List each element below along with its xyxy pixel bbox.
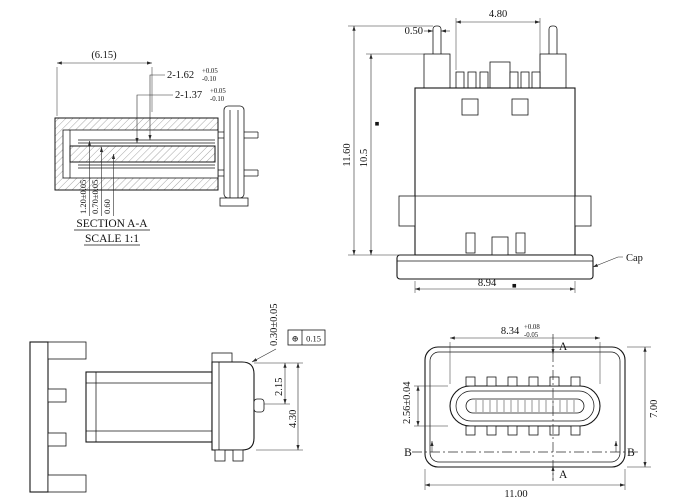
left-post — [423, 53, 451, 89]
dim-tol-upper-2: +0.05 — [210, 88, 226, 95]
bottom-slot-left — [465, 232, 476, 254]
right-post — [539, 53, 567, 89]
bottom-slot-right — [515, 232, 526, 254]
housing-side — [85, 371, 213, 443]
dim-text-depth: 7.00 — [649, 400, 660, 418]
dim-text-thickness-1: 1.20±0.05 — [78, 180, 88, 214]
connector-body — [414, 87, 576, 256]
dim-overall-height: 11.60 — [342, 25, 433, 256]
dim-text-pin-offset: 2.15 — [274, 378, 285, 396]
dim-layer-thicknesses: 1.20±0.05 0.70±0.05 0.60 — [78, 140, 116, 216]
dim-text-overall-height: 11.60 — [342, 143, 353, 166]
mating-head — [211, 361, 255, 451]
dim-pin-offset: 2.15 — [254, 362, 303, 405]
dim-opening-tol-upper: +0.08 — [524, 324, 540, 331]
bottom-slot-center — [491, 236, 509, 256]
dim-text-shell-height: 10.5 — [359, 149, 370, 167]
head-top-tab — [211, 352, 233, 363]
solder-pads — [465, 376, 581, 436]
post-foot — [219, 197, 249, 207]
front-view: 0.50 4.80 11.60 10.5 ■ 8.94 — [342, 9, 643, 293]
dim-pin-width: 0.50 — [405, 26, 450, 37]
dim-text-overall: (6.15) — [91, 50, 117, 61]
dim-depth: 7.00 — [627, 346, 660, 468]
section-label-b-left: B — [404, 447, 412, 459]
side-pin — [253, 398, 265, 413]
bracket-bottom-flange — [47, 474, 87, 493]
through-hole-pins — [218, 105, 259, 207]
dim-opening-width: 8.34 +0.08 -0.05 — [449, 324, 601, 384]
section-label-a-bottom: A — [559, 469, 568, 481]
right-leg — [574, 195, 592, 227]
critical-dim-marker-1: ■ — [375, 119, 380, 128]
side-view: 0.30±0.05 ⊕ 0.15 2.15 4.30 — [29, 303, 326, 493]
dim-text-pin-width: 0.50 — [405, 26, 423, 37]
bracket-top-flange — [47, 341, 87, 360]
body-window-right — [511, 98, 529, 116]
dim-text-callout-2: 2-1.37 — [175, 90, 202, 101]
dim-body-width: 8.94 ■ — [414, 278, 576, 293]
section-label-b-right: B — [627, 447, 635, 459]
mating-opening-inner — [455, 390, 595, 422]
section-line-a: A A — [551, 334, 568, 481]
section-label-a-top: A — [559, 341, 568, 353]
dim-shell-height: 10.5 ■ — [359, 53, 424, 256]
dim-tol-lower-1: -0.10 — [202, 76, 217, 83]
dim-text-overall-width: 11.00 — [504, 489, 527, 500]
shield-tabs — [455, 61, 541, 89]
dim-callout-1: 2-1.62 +0.05 -0.10 — [148, 68, 218, 141]
critical-dim-marker-2: ■ — [512, 281, 517, 290]
body-window-left — [461, 98, 479, 116]
dim-slot-height: 2.56±0.04 — [402, 381, 448, 427]
head-foot-2 — [232, 449, 244, 462]
head-foot-1 — [214, 449, 226, 462]
bracket-tab-lower — [47, 432, 67, 447]
cap-label: Cap — [626, 253, 643, 264]
tongue-section — [69, 145, 216, 163]
dim-tol-lower-2: -0.10 — [210, 96, 225, 103]
section-a-a-view: (6.15) 2-1.62 +0.05 -0.10 2-1.37 +0.05 -… — [54, 50, 259, 246]
position-tolerance-frame: ⊕ 0.15 — [287, 329, 326, 346]
dim-callout-2: 2-1.37 +0.05 -0.10 — [135, 88, 226, 144]
dim-overall-length: (6.15) — [56, 50, 153, 116]
position-symbol: ⊕ — [291, 334, 298, 344]
dim-text-opening: 8.34 — [501, 326, 520, 337]
dim-opening-tol-lower: -0.05 — [524, 332, 539, 339]
contact-beams — [78, 139, 215, 169]
dim-text-thickness-3: 0.60 — [102, 199, 112, 214]
dim-tol-upper-1: +0.05 — [202, 68, 218, 75]
shell-inner-outline — [429, 351, 621, 463]
dim-text-thickness-2: 0.70±0.05 — [90, 180, 100, 214]
contact-row — [475, 400, 575, 412]
section-line-b: B B — [404, 440, 638, 459]
dim-text-tab-group: 4.80 — [489, 9, 507, 20]
dim-text-callout-1: 2-1.62 — [167, 70, 194, 81]
cap — [396, 254, 594, 280]
dim-head-height: 4.30 — [256, 362, 303, 451]
dim-text-head-height: 4.30 — [288, 410, 299, 428]
dim-standoff: 0.30±0.05 — [251, 303, 280, 363]
section-title: SECTION A-A — [76, 218, 148, 230]
dim-text-body-width: 8.94 — [478, 278, 497, 289]
mount-post — [223, 105, 245, 199]
dim-text-standoff: 0.30±0.05 — [269, 303, 280, 346]
bracket-tab-upper — [47, 388, 67, 403]
bracket-plate — [29, 341, 49, 493]
cap-callout: Cap — [592, 253, 643, 268]
top-view: A A B B 8.34 +0.08 -0.05 2.56±0.04 — [402, 324, 660, 500]
section-scale: SCALE 1:1 — [85, 233, 139, 245]
dim-overall-width: 11.00 — [424, 469, 626, 500]
dim-tab-group: 4.80 — [455, 9, 541, 70]
left-leg — [398, 195, 416, 227]
dim-text-slot: 2.56±0.04 — [402, 381, 413, 424]
position-tolerance-value: 0.15 — [306, 334, 321, 344]
